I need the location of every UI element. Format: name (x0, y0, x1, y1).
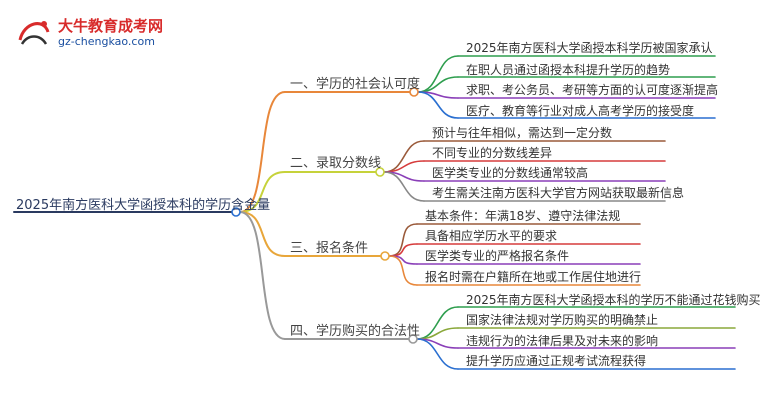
leaf-link-1-2 (417, 76, 459, 93)
leaf-2-1: 预计与往年相似，需达到一定分数 (432, 126, 613, 140)
leaf-3-4: 报名时需在户籍所在地或工作居住地进行 (425, 270, 642, 284)
leaf-3-3: 医学类专业的严格报名条件 (425, 249, 570, 263)
branch-label-3: 三、报名条件 (290, 241, 369, 256)
leaf-3-1: 基本条件：年满18岁、遵守法律法规 (425, 209, 621, 223)
branch-label-1: 一、学历的社会认可度 (290, 77, 421, 92)
branch-node-4 (408, 334, 418, 344)
leaf-link-2-4 (383, 171, 425, 202)
leaf-1-2: 在职人员通过函授本科提升学历的趋势 (466, 63, 671, 77)
leaf-link-1-1 (417, 55, 459, 93)
leaf-1-3: 求职、考公务员、考研等方面的认可度逐渐提高 (466, 83, 719, 97)
branch-link-3 (239, 211, 286, 257)
branch-node-1 (409, 87, 419, 97)
leaf-2-3: 医学类专业的分数线通常较高 (432, 166, 589, 180)
branch-link-1 (239, 91, 286, 213)
bull-logo-icon (18, 21, 50, 45)
leaf-link-3-2 (388, 243, 418, 257)
branch-label-2: 二、录取分数线 (290, 156, 382, 171)
branch-link-2 (239, 171, 286, 213)
leaf-4-1: 2025年南方医科大学函授本科的学历不能通过花钱购买 (466, 293, 761, 307)
leaf-2-4: 考生需关注南方医科大学官方网站获取最新信息 (432, 186, 685, 200)
leaf-4-2: 国家法律法规对学历购买的明确禁止 (466, 313, 659, 327)
leaf-4-3: 违规行为的法律后果及对未来的影响 (466, 334, 659, 348)
root-node (231, 207, 241, 217)
leaf-link-3-4 (388, 255, 418, 286)
leaf-link-4-4 (416, 338, 459, 370)
branch-link-4 (239, 211, 286, 340)
leaf-3-2: 具备相应学历水平的要求 (425, 229, 558, 243)
branch-node-2 (375, 167, 385, 177)
leaf-1-1: 2025年南方医科大学函授本科学历被国家承认 (466, 41, 713, 55)
leaf-4-4: 提升学历应通过正规考试流程获得 (466, 354, 647, 368)
logo-title: 大牛教育成考网 (58, 17, 164, 35)
mindmap-root: 2025年南方医科大学函授本科的学历含金量 (16, 198, 271, 213)
branch-label-4: 四、学历购买的合法性 (290, 324, 421, 339)
branch-node-3 (380, 251, 390, 261)
logo-url: gz-chengkao.com (58, 35, 155, 48)
site-logo: 大牛教育成考网 gz-chengkao.com (14, 12, 204, 52)
leaf-link-1-4 (417, 91, 459, 119)
leaf-2-2: 不同专业的分数线差异 (432, 146, 553, 160)
leaf-1-4: 医疗、教育等行业对成人高考学历的接受度 (466, 104, 695, 118)
